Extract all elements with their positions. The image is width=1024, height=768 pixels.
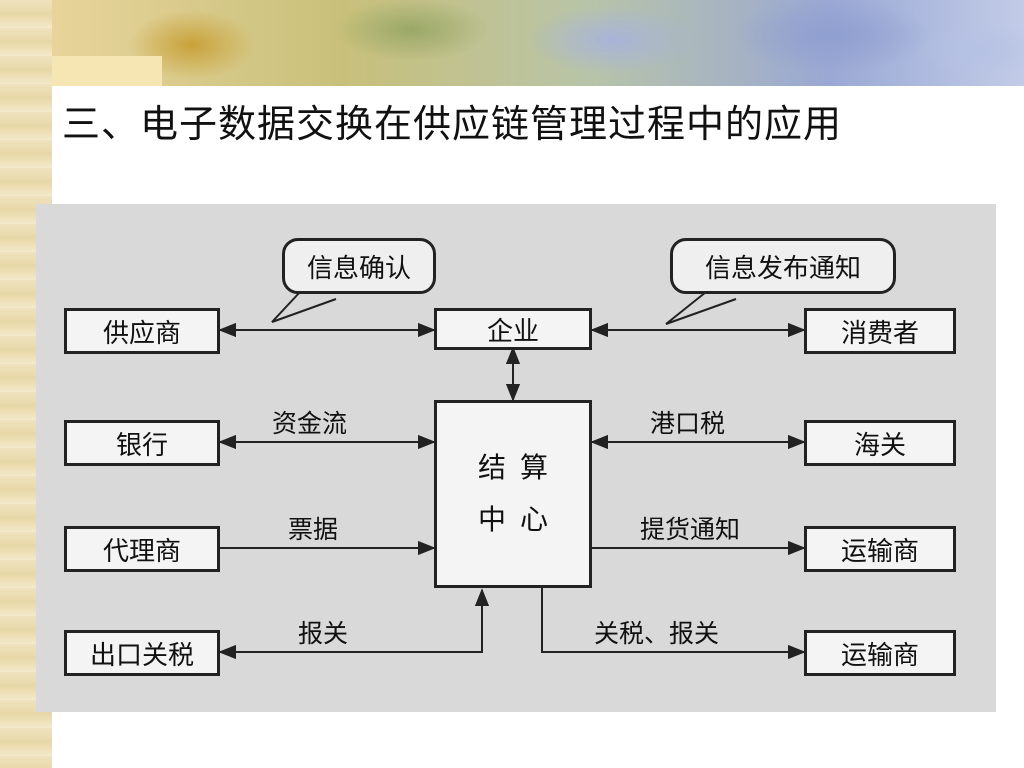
edge-label-bills: 票据 xyxy=(288,515,339,544)
leaf-banner xyxy=(52,0,1024,86)
node-export-tax-label: 出口关税 xyxy=(89,640,194,671)
banner-accent xyxy=(52,56,162,86)
node-center-line1: 结算 xyxy=(477,451,562,484)
callout-info-confirm: 信息确认 xyxy=(282,238,436,294)
node-bank-label: 银行 xyxy=(115,430,168,461)
node-settlement-center: 结算 中心 xyxy=(434,400,592,588)
node-enterprise-label: 企业 xyxy=(486,316,539,347)
callout-pointer-left xyxy=(271,291,337,323)
diagram-connectors xyxy=(218,291,806,660)
supply-chain-edi-diagram: 供应商 银行 代理商 出口关税 企业 结算 中心 消费者 海关 运输商 运输商 … xyxy=(36,204,996,712)
node-supplier: 供应商 xyxy=(64,308,220,354)
node-transport-1-label: 运输商 xyxy=(840,536,919,567)
node-bank: 银行 xyxy=(64,420,220,466)
node-transport-2-label: 运输商 xyxy=(840,640,919,671)
callout-info-publish-label: 信息发布通知 xyxy=(704,253,861,284)
callout-pointer-right xyxy=(665,291,737,325)
node-export-tax: 出口关税 xyxy=(64,630,220,676)
node-enterprise: 企业 xyxy=(434,308,592,350)
edge-label-declaration: 报关 xyxy=(298,619,349,648)
node-center-line2: 中心 xyxy=(477,503,562,536)
edge-center-export-tax xyxy=(218,588,490,660)
page-title: 三、电子数据交换在供应链管理过程中的应用 xyxy=(62,102,843,146)
node-consumer-label: 消费者 xyxy=(840,318,919,349)
edge-label-port-tax: 港口税 xyxy=(650,409,726,438)
edge-center-transport2 xyxy=(541,584,806,660)
node-transport-1: 运输商 xyxy=(804,526,956,572)
edge-label-pickup-notice: 提货通知 xyxy=(640,515,741,544)
edge-label-tariff-declaration: 关税、报关 xyxy=(594,619,720,648)
node-supplier-label: 供应商 xyxy=(102,318,181,349)
edge-label-funds-flow: 资金流 xyxy=(272,409,348,438)
node-agent: 代理商 xyxy=(64,526,220,572)
callout-info-confirm-label: 信息确认 xyxy=(306,253,411,284)
node-customs: 海关 xyxy=(804,420,956,466)
node-customs-label: 海关 xyxy=(853,430,906,461)
callout-info-publish: 信息发布通知 xyxy=(670,238,896,294)
node-consumer: 消费者 xyxy=(804,308,956,354)
node-agent-label: 代理商 xyxy=(102,536,181,567)
node-transport-2: 运输商 xyxy=(804,630,956,676)
